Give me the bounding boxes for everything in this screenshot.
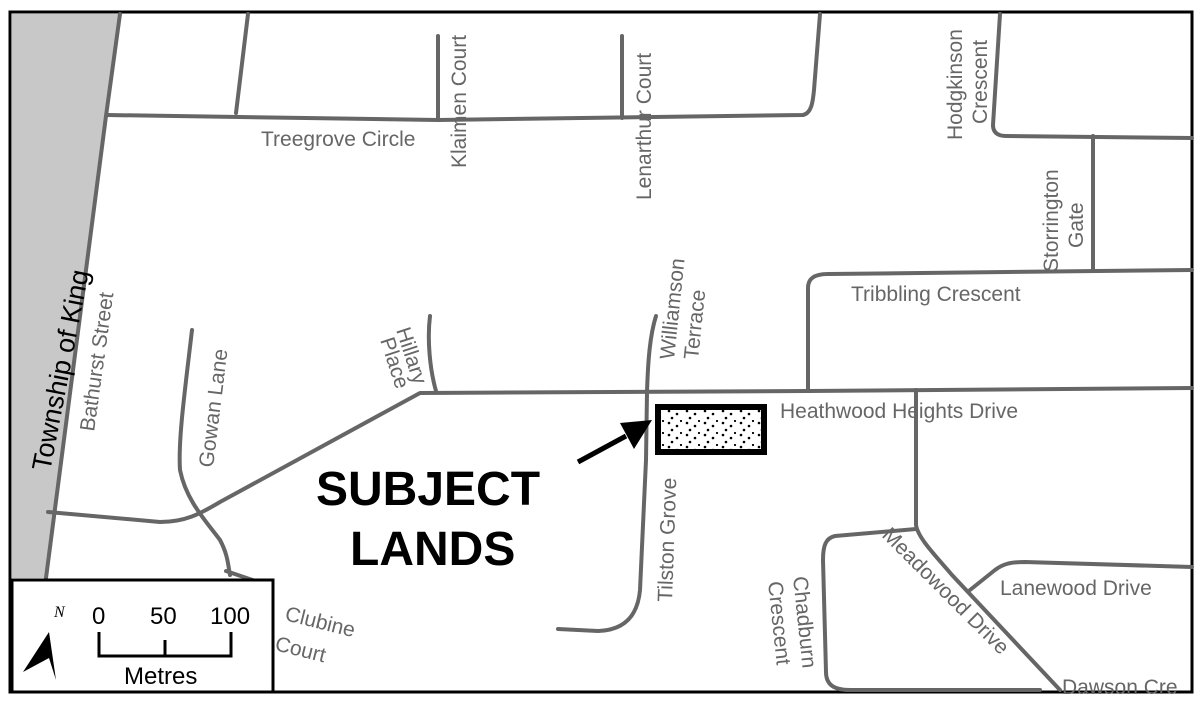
subject-lands-label-line2: LANDS — [350, 523, 515, 576]
tribbling-label: Tribbling Crescent — [851, 283, 1021, 306]
lanewood-road — [968, 560, 1194, 592]
treegrove-label: Treegrove Circle — [261, 128, 415, 151]
klaimen-label: Klaimen Court — [448, 35, 471, 168]
chadburn-road — [821, 527, 1042, 692]
subject-lands-arrowhead — [620, 420, 652, 449]
subject-lands-label-line1: SUBJECT — [316, 463, 540, 516]
north-connector-road — [234, 12, 250, 115]
scale-tick-50: 50 — [150, 603, 177, 630]
storrington-label-line1: Storrington — [1040, 169, 1063, 272]
scale-tick-0: 0 — [92, 603, 105, 630]
township-boundary-band — [12, 14, 120, 578]
gowan-road — [177, 328, 232, 577]
treegrove-road — [105, 12, 822, 122]
heathwood-label: Heathwood Heights Drive — [780, 400, 1018, 423]
hodgkinson-road — [991, 12, 1194, 140]
subject-lands-arrow — [576, 433, 628, 465]
scale-unit-label: Metres — [124, 663, 197, 690]
storrington-label-line2: Gate — [1065, 202, 1088, 248]
lanewood-label: Lanewood Drive — [1000, 577, 1152, 600]
hillary-road — [426, 314, 438, 393]
lenarthur-label: Lenarthur Court — [633, 53, 656, 200]
tilston-label: Tilston Grove — [654, 477, 681, 602]
tribbling-road — [806, 268, 1194, 392]
meadowood-road — [914, 388, 1062, 692]
subject-lands-parcel — [655, 404, 767, 455]
williamson-tilston-road — [556, 314, 658, 633]
hodgkinson-label-line1: Hodgkinson — [944, 29, 967, 140]
scale-tick-100: 100 — [210, 603, 250, 630]
dawson-label: Dawson Cre — [1062, 676, 1178, 699]
north-arrow-icon — [23, 632, 56, 680]
hodgkinson-label-line2: Crescent — [969, 40, 992, 124]
north-label: N — [53, 604, 66, 621]
scale-bar — [97, 632, 233, 658]
